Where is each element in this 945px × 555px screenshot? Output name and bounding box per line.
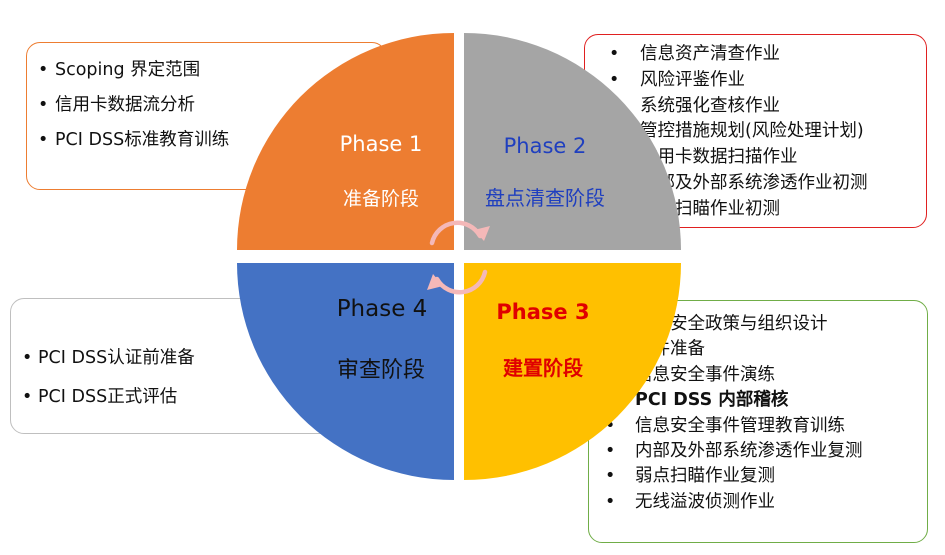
phase4-item-list: PCI DSS认证前准备 PCI DSS正式评估 [22, 342, 195, 420]
phase3-title: Phase 3 [496, 300, 590, 324]
phase2-name: 盘点清查阶段 [485, 186, 605, 210]
phase2-item: 信息资产清查作业 [608, 42, 868, 68]
phase1-item: PCI DSS标准教育训练 [38, 125, 229, 160]
phase1-item-list: Scoping 界定范围 信用卡数据流分析 PCI DSS标准教育训练 [38, 55, 229, 160]
phase1-item: Scoping 界定范围 [38, 55, 229, 90]
phase1-item: 信用卡数据流分析 [38, 90, 229, 125]
cycle-arrows-icon [427, 220, 490, 295]
phase4-item: PCI DSS认证前准备 [22, 342, 195, 381]
phase2-quadrant [464, 33, 681, 250]
phase3-item: 弱点扫瞄作业复测 [605, 464, 863, 490]
phase2-title: Phase 2 [503, 134, 587, 158]
phase2-item: 风险评鉴作业 [608, 68, 868, 94]
phase1-quadrant [237, 33, 454, 250]
phase1-name: 准备阶段 [342, 188, 419, 210]
phase3-item: 无线溢波侦测作业 [605, 490, 863, 516]
phase4-item: PCI DSS正式评估 [22, 381, 195, 420]
phase2-item-list: 信息资产清查作业 风险评鉴作业 系统强化查核作业 管控措施规划(风险处理计划) … [608, 42, 868, 223]
phase1-title: Phase 1 [339, 132, 423, 156]
phase4-name: 审查阶段 [336, 358, 425, 383]
phase4-title: Phase 4 [336, 296, 428, 322]
phase3-item: 内部及外部系统渗透作业复测 [605, 439, 863, 465]
phase3-item: 信息安全事件管理教育训练 [605, 414, 863, 440]
phase3-quadrant [464, 263, 681, 480]
phase3-name: 建置阶段 [503, 356, 583, 380]
phase4-quadrant [237, 263, 454, 480]
